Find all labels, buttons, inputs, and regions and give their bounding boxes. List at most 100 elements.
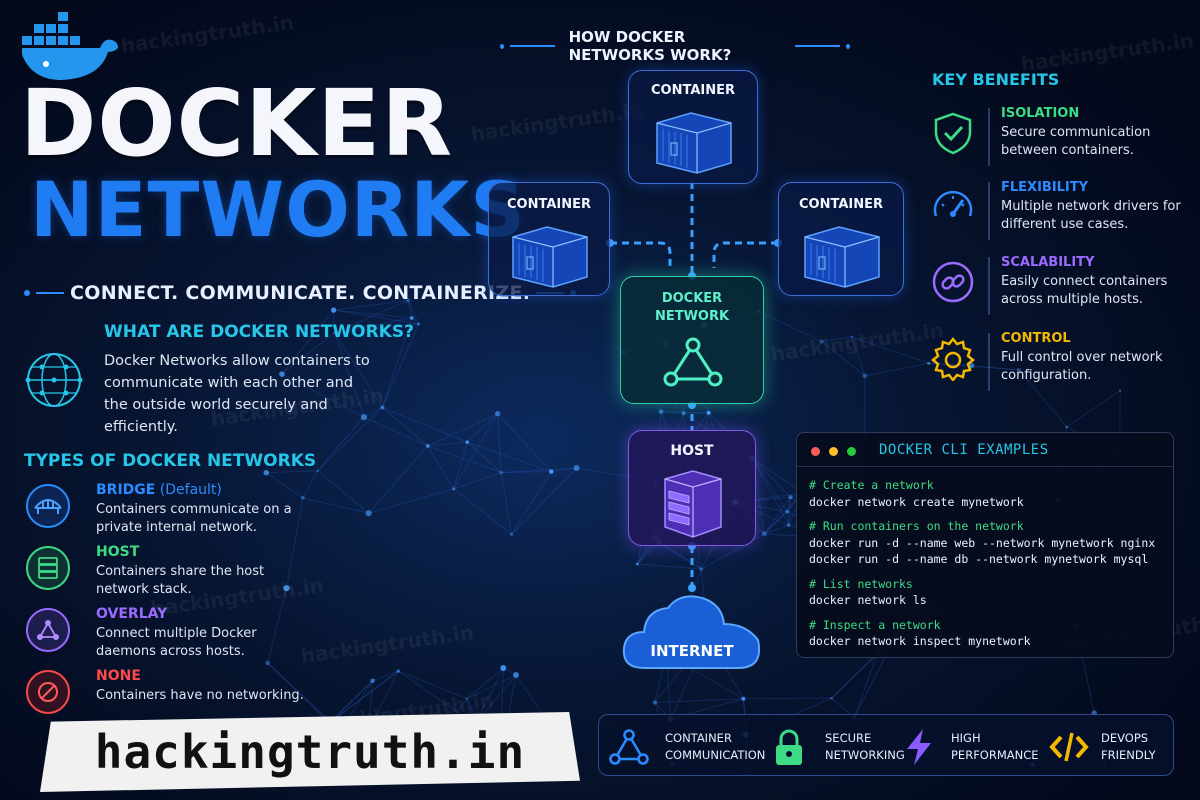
network-link xyxy=(266,470,318,474)
network-link xyxy=(864,362,929,377)
network-link xyxy=(466,667,504,700)
network-node xyxy=(761,531,767,537)
network-link xyxy=(821,336,852,342)
network-triangle-icon xyxy=(609,729,649,765)
network-node xyxy=(499,470,504,475)
network-link xyxy=(500,472,513,535)
network-link xyxy=(363,407,383,418)
type-item-none: NONE Containers have no networking. xyxy=(26,668,356,726)
network-link xyxy=(267,662,330,724)
network-link xyxy=(266,472,304,499)
network-link xyxy=(333,309,412,319)
network-node xyxy=(465,440,470,444)
network-link xyxy=(427,445,502,473)
network-link xyxy=(333,310,336,333)
cli-title-bar: DOCKER CLI EXAMPLES xyxy=(797,433,1173,467)
cli-body: # Create a network docker network create… xyxy=(809,477,1167,650)
network-link xyxy=(853,653,878,718)
network-link xyxy=(764,511,788,535)
lightning-icon xyxy=(907,729,931,765)
brand-banner: hackingtruth.in xyxy=(40,712,580,792)
type-description: Containers communicate on a private inte… xyxy=(96,502,292,535)
network-node xyxy=(263,469,270,476)
network-link xyxy=(317,470,370,514)
network-link xyxy=(334,323,419,334)
network-link xyxy=(333,309,419,325)
network-node xyxy=(862,373,868,379)
network-node xyxy=(573,465,580,471)
network-link xyxy=(751,458,788,513)
network-node xyxy=(330,307,337,313)
bridge-icon xyxy=(26,484,70,528)
network-node xyxy=(283,585,290,592)
types-heading: TYPES OF DOCKER NETWORKS xyxy=(24,451,317,471)
network-link xyxy=(497,413,502,473)
benefit-name: FLEXIBILITY xyxy=(1001,180,1089,195)
network-link xyxy=(334,299,409,334)
cli-command: docker network inspect mynetwork xyxy=(809,634,1031,648)
network-node xyxy=(452,487,456,491)
network-node xyxy=(365,510,372,517)
network-node xyxy=(681,411,686,416)
network-link xyxy=(786,497,791,512)
cli-title: DOCKER CLI EXAMPLES xyxy=(879,442,1049,458)
diagram-heading: HOW DOCKER NETWORKS WORK? xyxy=(500,28,850,64)
network-link xyxy=(758,311,822,342)
network-node xyxy=(635,562,639,566)
network-node xyxy=(510,532,514,536)
network-link xyxy=(453,413,499,490)
lock-icon xyxy=(776,729,802,765)
no-network-icon xyxy=(26,670,70,714)
network-link xyxy=(466,413,498,443)
type-name: NONE xyxy=(96,668,141,684)
type-description: Connect multiple Docker daemons across h… xyxy=(96,626,257,659)
benefit-item-isolation: ISOLATION Secure communication between c… xyxy=(930,106,1190,176)
divider xyxy=(988,108,990,166)
network-link xyxy=(497,413,552,472)
benefit-name: CONTROL xyxy=(1001,331,1071,346)
type-item-overlay: OVERLAY Connect multiple Docker daemons … xyxy=(26,606,356,664)
network-node xyxy=(396,669,400,673)
container-label: CONTAINER xyxy=(651,83,735,98)
network-link xyxy=(407,300,420,325)
container-label: CONTAINER xyxy=(507,197,591,212)
network-link xyxy=(382,407,429,447)
network-node xyxy=(409,316,414,320)
network-link xyxy=(551,467,577,473)
network-link xyxy=(381,323,420,408)
network-link xyxy=(752,458,803,494)
network-node xyxy=(788,495,793,500)
overlay-icon xyxy=(26,608,70,652)
brand-text: hackingtruth.in xyxy=(94,725,526,779)
network-link xyxy=(407,300,413,319)
network-node xyxy=(495,411,501,417)
network-node xyxy=(706,410,711,415)
network-link xyxy=(654,698,744,703)
network-link xyxy=(372,670,399,682)
cli-command: docker run -d --name db --network mynetw… xyxy=(809,552,1149,566)
divider xyxy=(988,182,990,240)
benefit-item-control: CONTROL Full control over network config… xyxy=(930,331,1190,401)
network-link xyxy=(501,471,552,474)
network-link xyxy=(286,497,304,589)
docker-network-node: DOCKER NETWORK xyxy=(620,276,764,404)
network-node xyxy=(652,700,658,705)
network-link xyxy=(427,441,468,447)
network-link xyxy=(467,441,552,473)
type-name: OVERLAY xyxy=(96,606,168,622)
network-triangle-icon xyxy=(663,337,723,387)
network-link xyxy=(382,406,468,443)
cli-window: DOCKER CLI EXAMPLES # Create a network d… xyxy=(796,432,1174,658)
benefit-item-flexibility: FLEXIBILITY Multiple network drivers for… xyxy=(930,180,1190,250)
network-node xyxy=(370,678,375,683)
type-description: Containers share the host network stack. xyxy=(96,564,265,597)
network-node xyxy=(658,409,664,414)
network-node xyxy=(1119,389,1122,392)
cli-comment: # List networks xyxy=(809,576,913,591)
type-name: BRIDGE xyxy=(96,482,156,498)
cli-comment: # Inspect a network xyxy=(809,617,941,632)
network-link xyxy=(453,472,502,490)
network-link xyxy=(363,416,428,447)
